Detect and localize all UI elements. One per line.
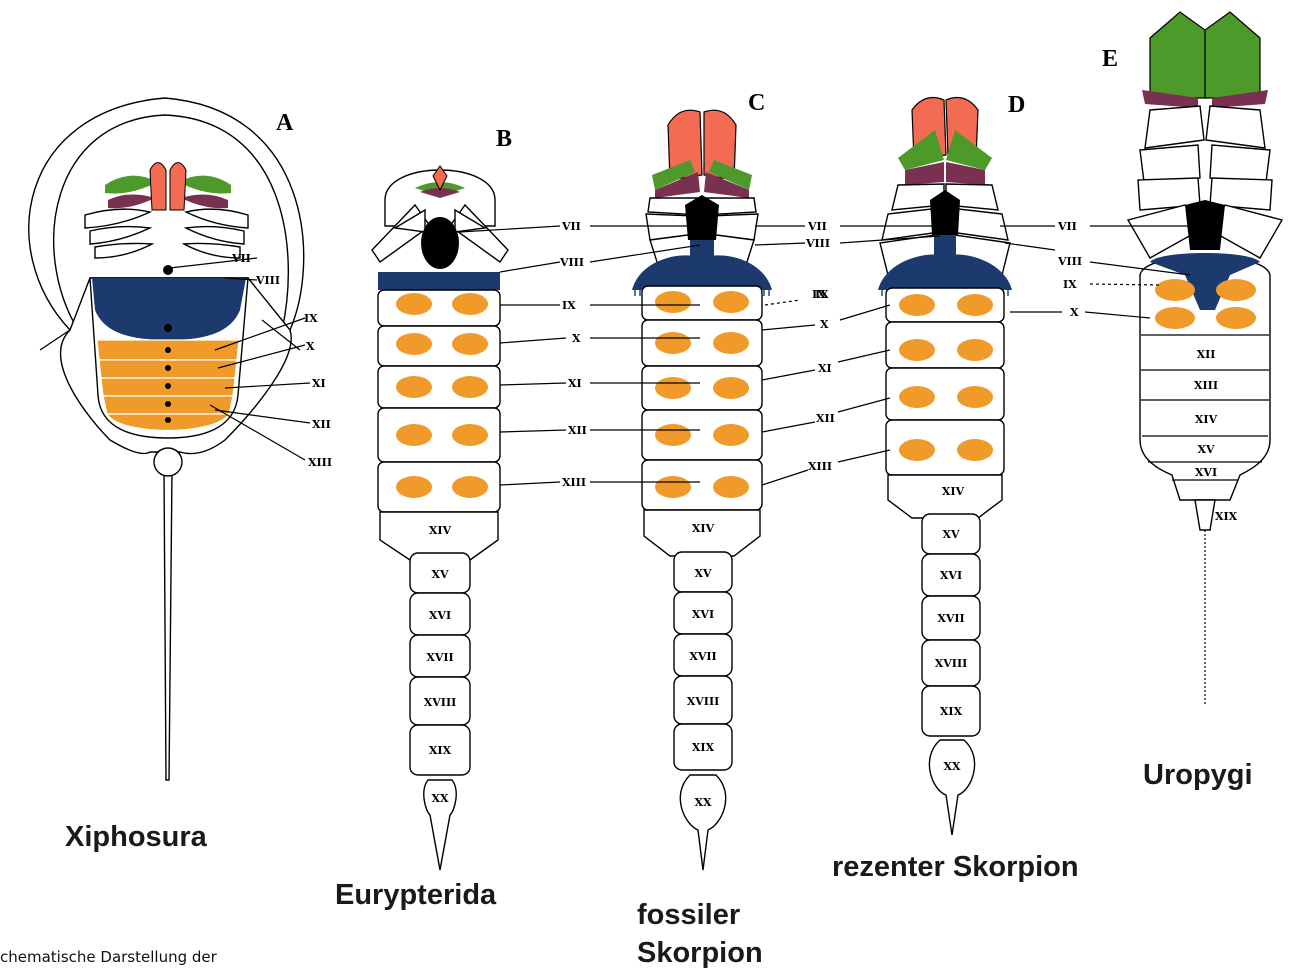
name-fossil-line1: fossiler	[637, 899, 740, 931]
label-d-xiii: XIII	[808, 460, 832, 473]
label-b-xvii: XVII	[426, 651, 453, 664]
label-d-xviii: XVIII	[935, 657, 968, 670]
label-d-xix: XIX	[940, 705, 963, 718]
name-fossil-line2: Skorpion	[637, 937, 763, 969]
name-eurypterida: Eurypterida	[335, 879, 497, 911]
label-a-xiii: XIII	[308, 456, 332, 469]
panel-c-fossil-scorpion	[632, 110, 772, 870]
uropygi-postabdomen	[1195, 500, 1215, 530]
label-e-xix: XIX	[1215, 510, 1238, 523]
label-a-xii: XII	[312, 418, 331, 431]
recent-segments	[886, 288, 1004, 835]
label-d-xv: XV	[942, 528, 960, 541]
label-e-x: X	[1070, 306, 1079, 319]
label-b-xviii: XVIII	[424, 696, 457, 709]
xiphosura-legs	[85, 163, 248, 259]
label-b-xix: XIX	[429, 744, 452, 757]
label-d-xii: XII	[816, 412, 835, 425]
label-d-viii: VIII	[805, 237, 830, 250]
label-d-ix: IX	[1063, 278, 1077, 291]
caption-fragment: chematische Darstellung der	[0, 948, 218, 966]
label-b-xx: XX	[431, 792, 449, 805]
label-b-xv: XV	[431, 568, 449, 581]
panel-letter-b: B	[496, 126, 512, 152]
panel-letter-a: A	[276, 110, 294, 136]
label-b-xiii: XIII	[562, 476, 586, 489]
label-a-xi: XI	[312, 377, 326, 390]
label-b-x: X	[572, 332, 581, 345]
label-c-xv: XV	[694, 567, 712, 580]
xiphosura-tail-spine	[156, 449, 179, 780]
uropygi-pedipalp-left	[1150, 12, 1205, 98]
label-a-vii: VII	[231, 252, 251, 265]
uropygi-segment-7	[1185, 200, 1225, 250]
panel-a-xiphosura	[29, 98, 304, 780]
name-uropygi: Uropygi	[1143, 759, 1253, 791]
label-e-ix: IX	[815, 288, 829, 301]
label-e-xv: XV	[1197, 443, 1215, 456]
label-b-xiv: XIV	[429, 524, 452, 537]
label-a-x: X	[306, 340, 315, 353]
label-d-xi: XI	[818, 362, 832, 375]
label-d-xvi: XVI	[940, 569, 962, 582]
label-c-xx: XX	[694, 796, 712, 809]
group-names: Xiphosura Eurypterida fossiler Skorpion …	[65, 759, 1253, 969]
label-b-xii: XII	[568, 424, 587, 437]
label-a-ix: IX	[304, 312, 318, 325]
label-e-xiii: XIII	[1194, 379, 1218, 392]
panel-d-recent-scorpion	[878, 98, 1012, 835]
label-e-xiv: XIV	[1195, 413, 1218, 426]
label-c-xiv: XIV	[692, 522, 715, 535]
xiphosura-telson-base	[154, 448, 182, 476]
label-d-xx: XX	[943, 760, 961, 773]
uropygi-pedipalp-right	[1205, 12, 1260, 98]
label-d-vii: VII	[807, 220, 827, 233]
label-d-x: X	[820, 318, 829, 331]
label-c-xix: XIX	[692, 741, 715, 754]
label-b-viii: VIII	[559, 256, 584, 269]
label-e-viii: VIII	[1057, 255, 1082, 268]
eurypterida-segment-8	[378, 272, 500, 290]
panel-letter-d: D	[1008, 92, 1025, 118]
eurypterida-segment-7	[421, 217, 459, 269]
label-b-vii: VII	[561, 220, 581, 233]
label-e-xii: XII	[1197, 348, 1216, 361]
label-c-xvii: XVII	[689, 650, 716, 663]
label-a-viii: VIII	[255, 274, 280, 287]
label-b-ix: IX	[562, 299, 576, 312]
label-b-xvi: XVI	[429, 609, 451, 622]
panel-letter-c: C	[748, 90, 765, 116]
label-e-xvi: XVI	[1195, 466, 1217, 479]
label-e-vii: VII	[1057, 220, 1077, 233]
label-c-xviii: XVIII	[687, 695, 720, 708]
label-b-xi: XI	[568, 377, 582, 390]
panel-b-eurypterida	[372, 166, 508, 870]
name-xiphosura: Xiphosura	[65, 821, 208, 853]
label-c-xvi: XVI	[692, 608, 714, 621]
name-recent-scorpion: rezenter Skorpion	[832, 851, 1079, 883]
label-d-xiv: XIV	[942, 485, 965, 498]
label-d-xvii: XVII	[937, 612, 964, 625]
panel-letter-e: E	[1102, 46, 1118, 72]
